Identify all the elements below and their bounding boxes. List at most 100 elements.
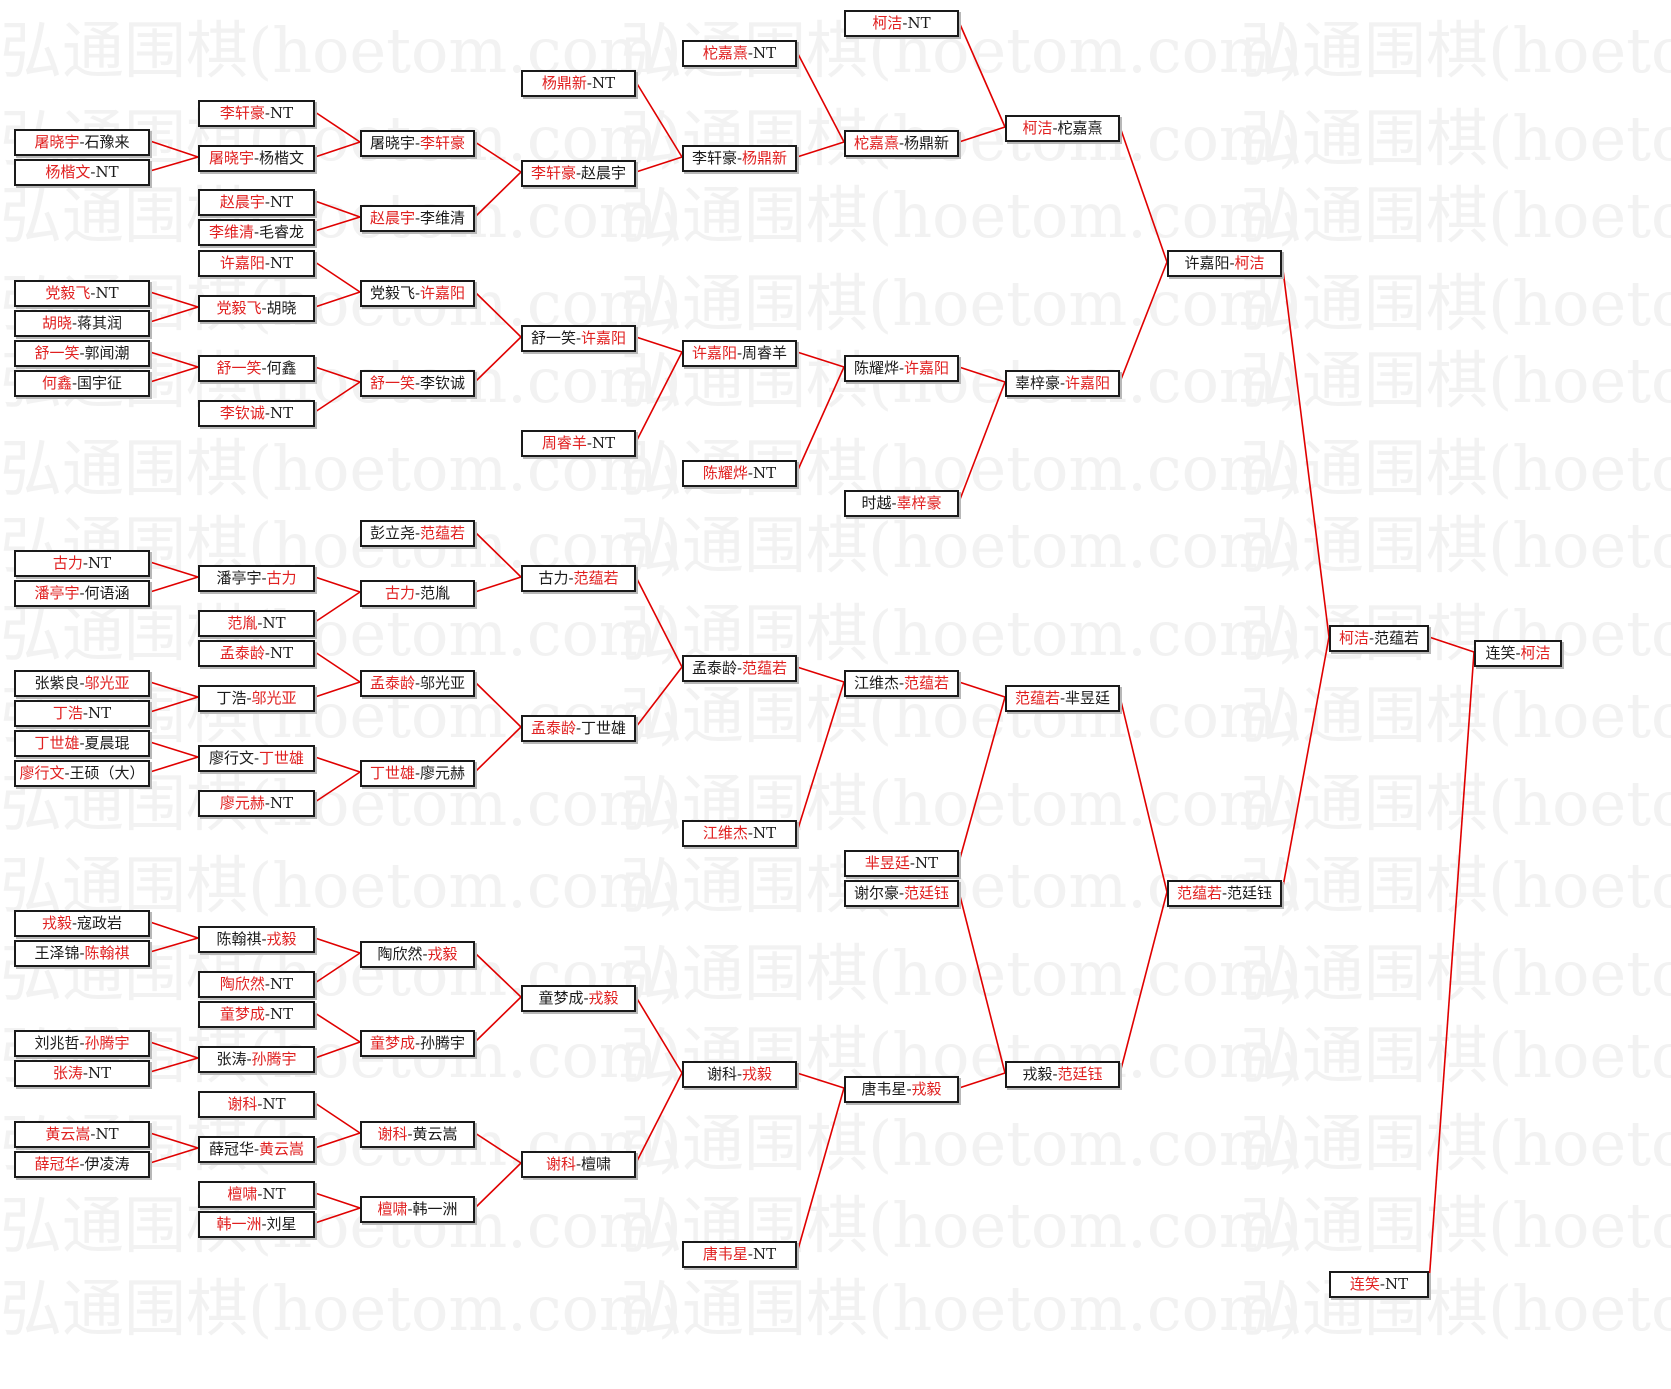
match-box[interactable]: 戎毅-寇政岩 [14, 909, 150, 937]
match-box[interactable]: 党毅飞-NT [14, 279, 150, 307]
match-box[interactable]: 辜梓豪-许嘉阳 [1005, 369, 1120, 397]
match-box[interactable]: 潘亭宇-何语涵 [14, 579, 150, 607]
match-box[interactable]: 廖元赫-NT [198, 789, 315, 817]
match-box[interactable]: 谢科-戎毅 [682, 1060, 797, 1088]
match-box[interactable]: 陈耀烨-许嘉阳 [844, 354, 959, 382]
match-box[interactable]: 谢科-檀啸 [521, 1150, 636, 1178]
match-box[interactable]: 李轩豪-NT [198, 99, 315, 127]
player-name: NT [591, 433, 616, 452]
match-box[interactable]: 许嘉阳-NT [198, 249, 315, 277]
match-box[interactable]: 檀啸-NT [198, 1180, 315, 1208]
winner-name: 丁浩 [52, 703, 83, 722]
match-box[interactable]: 张紫良-邬光亚 [14, 669, 150, 697]
match-box[interactable]: 芈昱廷-NT [844, 849, 959, 877]
match-box[interactable]: 孟泰龄-范蕴若 [682, 654, 797, 682]
player-name: NT [95, 1124, 119, 1143]
match-box[interactable]: 柯洁-范蕴若 [1329, 624, 1429, 652]
match-box[interactable]: 古力-范胤 [360, 579, 475, 607]
bracket-connector [149, 306, 199, 323]
winner-name: 范蕴若 [420, 523, 466, 542]
match-box[interactable]: 江维杰-NT [682, 819, 797, 847]
match-box[interactable]: 古力-范蕴若 [521, 564, 636, 592]
match-box[interactable]: 李维清-毛睿龙 [198, 218, 315, 246]
match-box[interactable]: 孟泰龄-丁世雄 [521, 714, 636, 742]
match-box[interactable]: 丁浩-邬光亚 [198, 684, 315, 712]
match-box[interactable]: 谢科-NT [198, 1090, 315, 1118]
player-name: 陈翰祺 [216, 929, 262, 948]
match-box[interactable]: 丁世雄-夏晨琨 [14, 729, 150, 757]
match-box[interactable]: 刘兆哲-孙腾宇 [14, 1029, 150, 1057]
match-box[interactable]: 赵晨宇-李维清 [360, 204, 475, 232]
match-box[interactable]: 柯洁-柁嘉熹 [1005, 114, 1120, 142]
match-box[interactable]: 范蕴若-芈昱廷 [1005, 684, 1120, 712]
match-box[interactable]: 戎毅-范廷钰 [1005, 1060, 1120, 1088]
match-box[interactable]: 屠晓宇-杨楷文 [198, 144, 315, 172]
match-box[interactable]: 许嘉阳-周睿羊 [682, 339, 797, 367]
match-box[interactable]: 张涛-孙腾宇 [198, 1045, 315, 1073]
match-box[interactable]: 廖行文-丁世雄 [198, 744, 315, 772]
match-box[interactable]: 潘亭宇-古力 [198, 564, 315, 592]
match-box[interactable]: 王泽锦-陈翰祺 [14, 939, 150, 967]
match-box[interactable]: 陶欣然-NT [198, 970, 315, 998]
separator: - [575, 1154, 582, 1173]
match-box[interactable]: 张涛-NT [14, 1059, 150, 1087]
match-box[interactable]: 周睿羊-NT [521, 429, 636, 457]
match-box[interactable]: 赵晨宇-NT [198, 188, 315, 216]
match-box[interactable]: 党毅飞-胡晓 [198, 294, 315, 322]
match-box[interactable]: 柁嘉熹-NT [682, 39, 797, 67]
match-box[interactable]: 孟泰龄-邬光亚 [360, 669, 475, 697]
match-box[interactable]: 舒一笑-郭闻潮 [14, 339, 150, 367]
match-box[interactable]: 陈翰祺-戎毅 [198, 925, 315, 953]
match-box[interactable]: 丁世雄-廖元赫 [360, 759, 475, 787]
player-name: 柁嘉熹 [1057, 118, 1103, 137]
match-box[interactable]: 唐韦星-戎毅 [844, 1075, 959, 1103]
match-box[interactable]: 范胤-NT [198, 609, 315, 637]
player-name: 刘星 [266, 1214, 297, 1233]
match-box[interactable]: 柁嘉熹-杨鼎新 [844, 129, 959, 157]
player-name: 赵晨宇 [581, 163, 627, 182]
match-box[interactable]: 薛冠华-伊凌涛 [14, 1150, 150, 1178]
match-box[interactable]: 屠晓宇-石豫来 [14, 128, 150, 156]
match-box[interactable]: 时越-辜梓豪 [844, 489, 959, 517]
match-box[interactable]: 彭立尧-范蕴若 [360, 519, 475, 547]
match-box[interactable]: 连笑-柯洁 [1474, 639, 1562, 667]
match-box[interactable]: 童梦成-戎毅 [521, 984, 636, 1012]
match-box[interactable]: 谢尔豪-范廷钰 [844, 879, 959, 907]
match-box[interactable]: 檀啸-韩一洲 [360, 1195, 475, 1223]
match-box[interactable]: 李钦诚-NT [198, 399, 315, 427]
match-box[interactable]: 舒一笑-何鑫 [198, 354, 315, 382]
match-box[interactable]: 陈耀烨-NT [682, 459, 797, 487]
match-box[interactable]: 古力-NT [14, 549, 150, 577]
match-box[interactable]: 李轩豪-杨鼎新 [682, 144, 797, 172]
match-box[interactable]: 连笑-NT [1329, 1270, 1429, 1298]
match-box[interactable]: 党毅飞-许嘉阳 [360, 279, 475, 307]
match-box[interactable]: 舒一笑-李钦诚 [360, 369, 475, 397]
match-box[interactable]: 范蕴若-范廷钰 [1167, 879, 1282, 907]
match-box[interactable]: 李轩豪-赵晨宇 [521, 159, 636, 187]
match-box[interactable]: 何鑫-国宇征 [14, 369, 150, 397]
match-box[interactable]: 廖行文-王硕（大） [14, 759, 150, 787]
match-box[interactable]: 童梦成-孙腾宇 [360, 1029, 475, 1057]
match-box[interactable]: 丁浩-NT [14, 699, 150, 727]
winner-name: 李轩豪 [219, 103, 265, 122]
match-box[interactable]: 杨楷文-NT [14, 158, 150, 186]
match-box[interactable]: 胡晓-蒋其润 [14, 309, 150, 337]
winner-name: 舒一笑 [34, 343, 80, 362]
match-box[interactable]: 柯洁-NT [844, 9, 959, 37]
match-box[interactable]: 薛冠华-黄云嵩 [198, 1135, 315, 1163]
separator: - [898, 358, 905, 377]
match-box[interactable]: 舒一笑-许嘉阳 [521, 324, 636, 352]
match-box[interactable]: 陶欣然-戎毅 [360, 940, 475, 968]
match-box[interactable]: 屠晓宇-李轩豪 [360, 129, 475, 157]
winner-name: 丁世雄 [34, 733, 80, 752]
match-box[interactable]: 黄云嵩-NT [14, 1120, 150, 1148]
match-box[interactable]: 江维杰-范蕴若 [844, 669, 959, 697]
match-box[interactable]: 童梦成-NT [198, 1000, 315, 1028]
player-name: NT [87, 1063, 112, 1082]
match-box[interactable]: 杨鼎新-NT [521, 69, 636, 97]
match-box[interactable]: 孟泰龄-NT [198, 639, 315, 667]
match-box[interactable]: 许嘉阳-柯洁 [1167, 249, 1282, 277]
match-box[interactable]: 韩一洲-刘星 [198, 1210, 315, 1238]
match-box[interactable]: 唐韦星-NT [682, 1240, 797, 1268]
match-box[interactable]: 谢科-黄云嵩 [360, 1120, 475, 1148]
